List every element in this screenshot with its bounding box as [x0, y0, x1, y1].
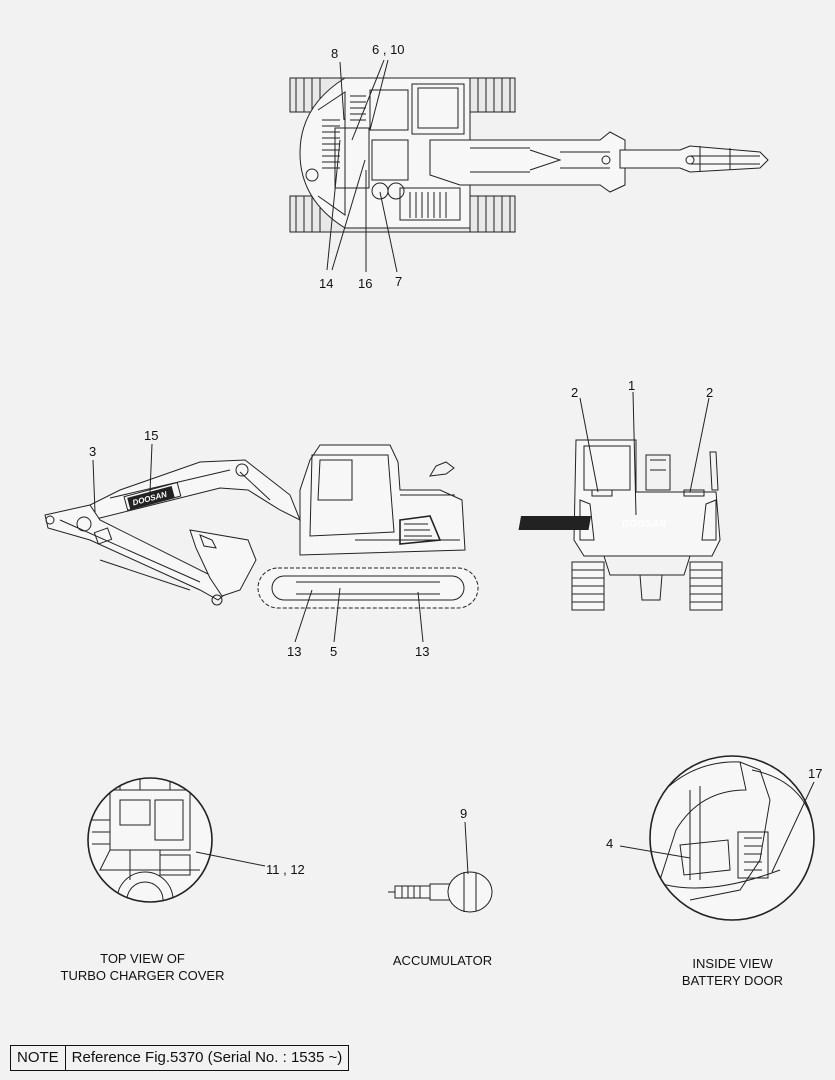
callout-5: 5	[330, 644, 337, 659]
turbo-charger-detail	[87, 777, 266, 903]
turbo-caption-line1: TOP VIEW OF	[100, 951, 185, 966]
callout-6-10: 6 , 10	[372, 42, 405, 57]
rear-brand-logo: DOOSAN	[622, 519, 667, 530]
turbo-caption-line2: TURBO CHARGER COVER	[60, 968, 225, 983]
callout-17: 17	[808, 766, 822, 781]
callout-9: 9	[460, 806, 467, 821]
top-view-excavator	[289, 77, 769, 233]
callout-1: 1	[628, 378, 635, 393]
callout-13-left: 13	[287, 644, 301, 659]
accumulator-caption: ACCUMULATOR	[365, 952, 520, 969]
battery-door-detail	[619, 755, 815, 921]
callout-16: 16	[358, 276, 372, 291]
callout-8: 8	[331, 46, 338, 61]
callout-11-12: 11 , 12	[266, 862, 305, 877]
side-view-excavator: DOOSAN	[44, 444, 479, 609]
accumulator-detail	[388, 821, 493, 913]
callout-2-left: 2	[571, 385, 578, 400]
callout-14: 14	[319, 276, 333, 291]
rear-view-excavator: DOOSAN	[518, 439, 723, 611]
battery-caption: INSIDE VIEW BATTERY DOOR	[630, 955, 835, 989]
note-text: Reference Fig.5370 (Serial No. : 1535 ~)	[71, 1049, 343, 1066]
battery-caption-line2: BATTERY DOOR	[681, 973, 784, 988]
accumulator-caption-text: ACCUMULATOR	[392, 953, 493, 968]
note-label: NOTE	[11, 1046, 66, 1070]
callout-15: 15	[144, 428, 158, 443]
note-box: NOTE Reference Fig.5370 (Serial No. : 15…	[10, 1045, 350, 1071]
top-view-leaders	[326, 59, 398, 273]
callout-7: 7	[395, 274, 402, 289]
callout-13-right: 13	[415, 644, 429, 659]
callout-2-right: 2	[706, 385, 713, 400]
callout-4: 4	[606, 836, 613, 851]
turbo-caption: TOP VIEW OF TURBO CHARGER COVER	[40, 950, 245, 984]
battery-caption-line1: INSIDE VIEW	[692, 956, 773, 971]
rear-view-leaders	[579, 391, 710, 516]
callout-3: 3	[89, 444, 96, 459]
side-view-leaders	[92, 443, 424, 643]
